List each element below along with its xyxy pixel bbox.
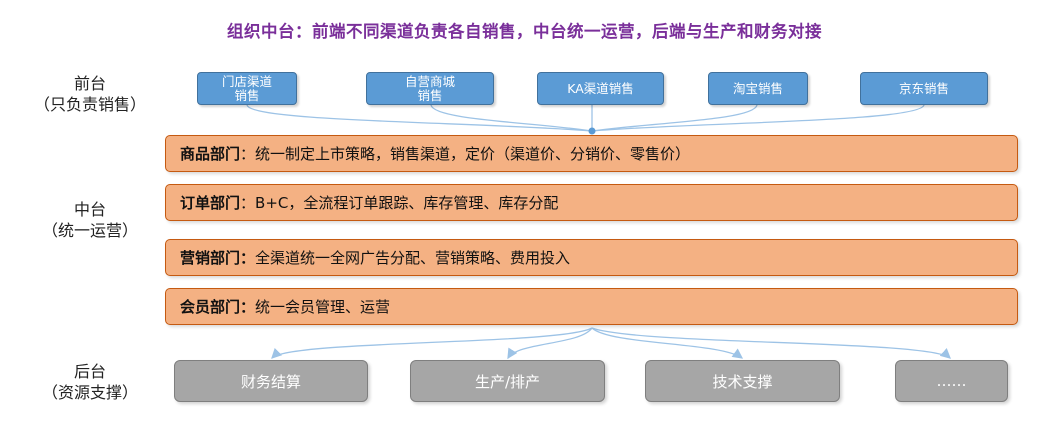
tier-label-back: 后台 （资源支撑） xyxy=(20,361,160,403)
diagram-title: 组织中台：前端不同渠道负责各自销售，中台统一运营，后端与生产和财务对接 xyxy=(227,22,822,41)
back-resource-production: 生产/排产 xyxy=(410,360,605,402)
dept-marketing-desc: 全渠道统一全网广告分配、营销策略、费用投入 xyxy=(255,249,571,267)
dept-marketing-name: 营销部门： xyxy=(180,249,256,267)
front-channel-mall: 自营商城销售 xyxy=(366,72,494,105)
tier-front-sub: （只负责销售） xyxy=(33,95,146,114)
front-channel-taobao: 淘宝销售 xyxy=(708,72,808,105)
connector-front-4 xyxy=(591,104,758,132)
connector-hub xyxy=(588,127,596,135)
front-channel-jd: 京东销售 xyxy=(860,72,988,105)
tier-front-name: 前台 xyxy=(73,74,106,93)
connector-back-2 xyxy=(507,327,593,360)
connector-back-4 xyxy=(591,327,951,359)
front-channel-taobao-label: 淘宝销售 xyxy=(732,80,783,96)
tier-label-front: 前台 （只负责销售） xyxy=(20,73,160,115)
dept-product-sep: ： xyxy=(240,145,256,163)
connector-front-1 xyxy=(246,104,593,132)
back-resource-finance: 财务结算 xyxy=(174,360,368,402)
back-resource-more: …… xyxy=(895,360,1008,402)
front-channel-ka: KA渠道销售 xyxy=(537,72,664,105)
front-channel-store-line2: 销售 xyxy=(234,87,260,103)
dept-order-desc: B+C，全流程订单跟踪、库存管理、库存分配 xyxy=(255,194,559,212)
connector-front-5 xyxy=(591,104,925,132)
dept-member-name: 会员部门： xyxy=(180,298,256,316)
tier-middle-sub: （统一运营） xyxy=(41,221,138,240)
front-channel-mall-line2: 销售 xyxy=(417,87,443,103)
tier-back-sub: （资源支撑） xyxy=(41,383,138,402)
front-channel-ka-label: KA渠道销售 xyxy=(567,80,634,96)
dept-marketing: 营销部门：全渠道统一全网广告分配、营销策略、费用投入 xyxy=(165,239,1018,276)
dept-order-sep: ： xyxy=(240,194,256,212)
dept-product-desc: 统一制定上市策略，销售渠道，定价（渠道价、分销价、零售价） xyxy=(255,145,691,163)
dept-product-name: 商品部门 xyxy=(180,145,241,163)
front-channel-store-line1: 门店渠道 xyxy=(221,73,272,89)
back-resource-tech: 技术支撑 xyxy=(645,360,840,402)
dept-member: 会员部门：统一会员管理、运营 xyxy=(165,288,1018,325)
dept-member-desc: 统一会员管理、运营 xyxy=(255,298,391,316)
dept-order: 订单部门：B+C，全流程订单跟踪、库存管理、库存分配 xyxy=(165,184,1018,221)
tier-middle-name: 中台 xyxy=(73,200,106,219)
connector-front-2 xyxy=(430,104,593,132)
connector-back-1 xyxy=(271,327,593,359)
dept-product: 商品部门：统一制定上市策略，销售渠道，定价（渠道价、分销价、零售价） xyxy=(165,135,1018,172)
front-channel-jd-label: 京东销售 xyxy=(898,80,949,96)
front-channel-mall-line1: 自营商城 xyxy=(404,73,455,89)
dept-order-name: 订单部门 xyxy=(180,194,241,212)
connector-back-3 xyxy=(591,327,744,359)
tier-back-name: 后台 xyxy=(73,362,106,381)
tier-label-middle: 中台 （统一运营） xyxy=(20,199,160,241)
front-channel-store: 门店渠道销售 xyxy=(197,72,297,105)
